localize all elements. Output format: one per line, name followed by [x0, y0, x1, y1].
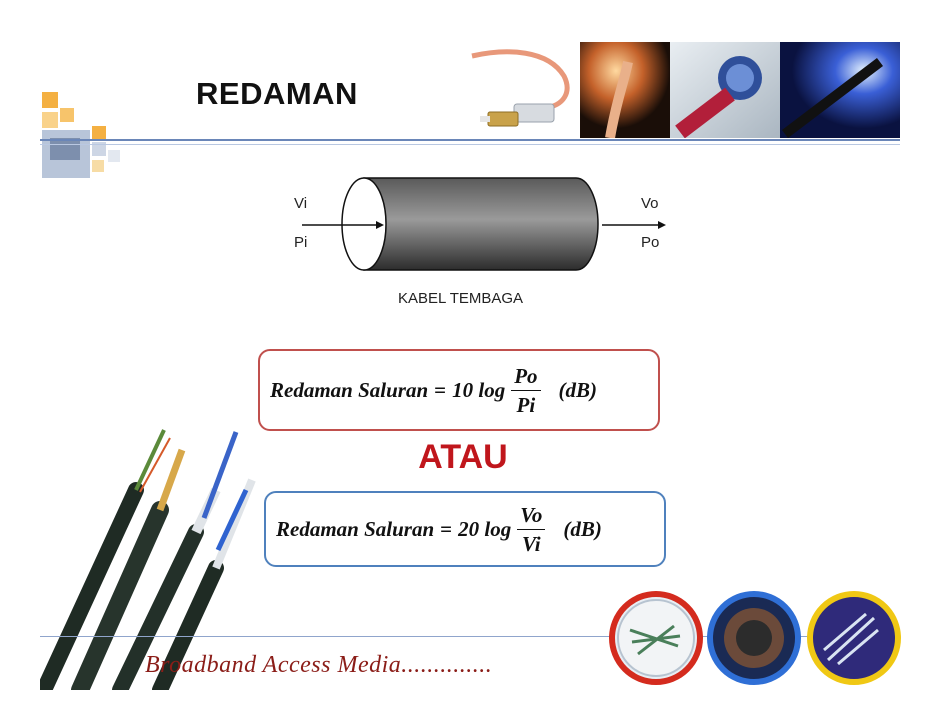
fiber-cables-image — [40, 429, 256, 690]
power-attenuation-formula: Redaman Saluran = 10 log Po Pi (dB) — [258, 349, 660, 431]
output-voltage-label: Vo — [641, 195, 659, 212]
fraction-numerator: Po — [511, 363, 541, 391]
or-separator: ATAU — [418, 438, 508, 476]
formula-coefficient: 10 log — [452, 377, 506, 402]
equals-sign: = — [440, 516, 453, 541]
formula-lhs: Redaman Saluran — [276, 516, 435, 541]
voltage-ratio-fraction: Vo Vi — [517, 502, 546, 557]
cable-label: KABEL TEMBAGA — [398, 290, 524, 307]
formula-coefficient: 20 log — [458, 516, 512, 541]
input-voltage-label: Vi — [294, 195, 308, 212]
header-divider — [40, 139, 900, 141]
equals-sign: = — [434, 377, 447, 402]
fiber-optic-photos — [580, 42, 900, 138]
fraction-denominator: Pi — [516, 392, 536, 417]
fiber-connector-image — [471, 49, 570, 127]
power-ratio-fraction: Po Pi — [511, 363, 541, 418]
cable-badge-images — [609, 591, 901, 685]
header-divider-light — [40, 144, 900, 145]
fraction-denominator: Vi — [521, 531, 541, 556]
formula-lhs: Redaman Saluran — [270, 377, 429, 402]
formula-unit: (dB) — [558, 377, 598, 402]
slide-title: REDAMAN — [196, 76, 358, 111]
output-power-label: Po — [641, 234, 660, 251]
fraction-numerator: Vo — [517, 502, 546, 530]
footer-divider — [40, 636, 900, 637]
formula-unit: (dB) — [563, 516, 602, 541]
input-power-label: Pi — [294, 234, 308, 251]
copper-cable-diagram — [302, 177, 666, 271]
footer-text: Broadband Access Media.............. — [145, 652, 493, 678]
voltage-attenuation-formula: Redaman Saluran = 20 log Vo Vi (dB) — [264, 491, 666, 567]
